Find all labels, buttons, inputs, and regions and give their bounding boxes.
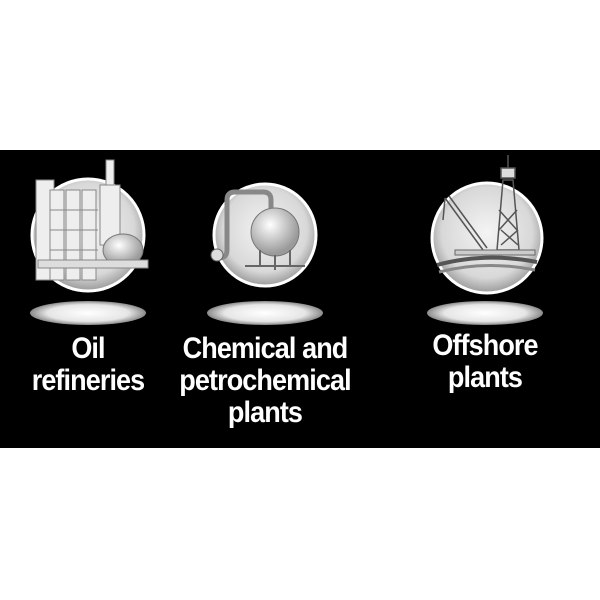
black-banner: Oil refineries Chemical and petrochemica… [0,150,600,448]
item-label: Offshore plants [395,330,575,394]
item-label: Oil refineries [0,333,178,397]
label-line: Offshore [432,329,538,362]
offshore-plants-item: Offshore plants [385,150,585,448]
offshore-platform-icon [427,155,544,325]
oil-refinery-icon [30,159,149,325]
label-line: Oil [71,332,105,365]
item-label: Chemical and petrochemical plants [175,333,355,429]
label-line: refineries [31,364,145,397]
label-line: Chemical and [182,332,349,365]
oil-refineries-item: Oil refineries [0,150,188,448]
label-line: petrochemical [179,364,351,397]
chemical-plant-icon [207,182,323,325]
chemical-plants-item: Chemical and petrochemical plants [165,150,365,448]
label-line: plants [227,396,303,429]
pedestal-oval [427,301,543,325]
pedestal-oval [207,301,323,325]
pedestal-oval [30,301,146,325]
label-line: plants [447,361,523,394]
